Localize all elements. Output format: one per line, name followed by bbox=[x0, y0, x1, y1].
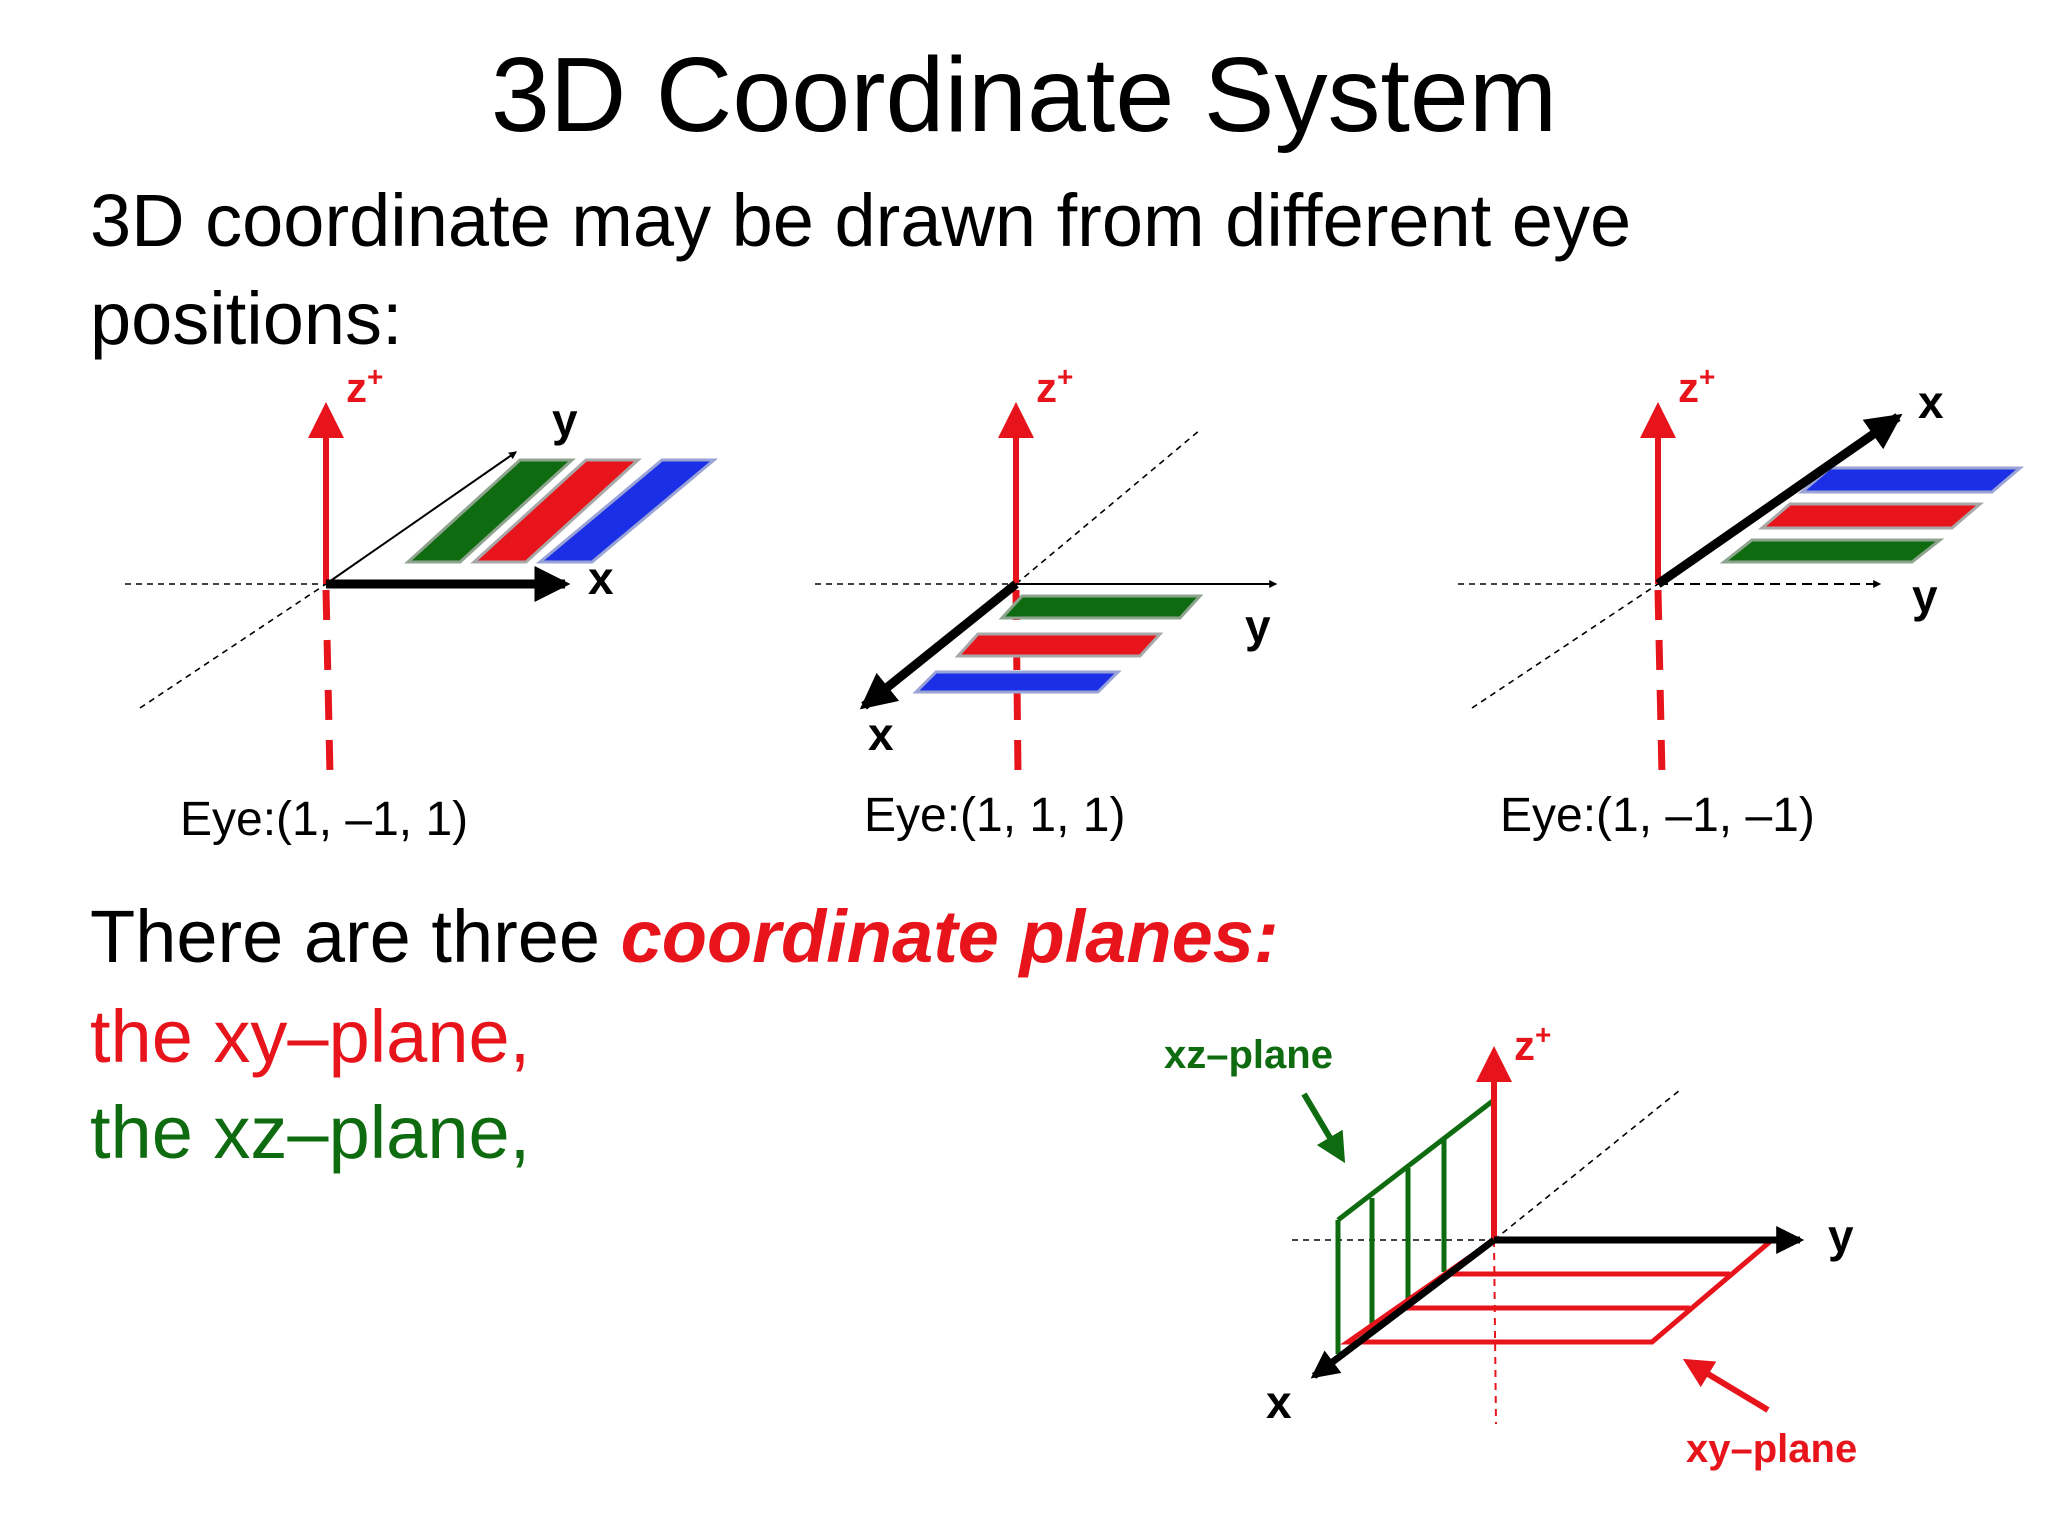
blue-strip bbox=[1797, 466, 2025, 494]
z-axis-label: z+ bbox=[1678, 361, 1715, 411]
xy-plane-line: the xy–plane, bbox=[90, 995, 531, 1078]
coordinate-planes-diagram: z+ y x xz–plane xy–plane bbox=[1164, 1019, 1857, 1471]
planes-heading-prefix: There are three bbox=[90, 895, 621, 978]
dashed-axis bbox=[1493, 1089, 1681, 1241]
diagram-eye-1: z+ y x bbox=[125, 361, 719, 776]
z-axis-negative bbox=[322, 589, 334, 776]
xy-plane-pointer bbox=[1682, 1358, 1770, 1413]
dashed-axis bbox=[1471, 583, 1659, 709]
x-axis bbox=[1310, 1237, 1497, 1379]
diagram-eye-2: z+ y x bbox=[815, 361, 1278, 776]
x-axis-label: x bbox=[868, 708, 894, 760]
z-axis-negative bbox=[1654, 589, 1666, 776]
planes-heading-highlight: coordinate planes bbox=[620, 895, 1254, 978]
y-axis-label: y bbox=[1828, 1210, 1854, 1262]
y-axis-label: y bbox=[1245, 600, 1271, 652]
blue-strip bbox=[535, 458, 719, 564]
x-axis bbox=[859, 580, 1019, 710]
xy-plane bbox=[1340, 1237, 1779, 1345]
dashed-axis bbox=[1015, 429, 1201, 585]
x-axis-label: x bbox=[588, 552, 614, 604]
red-strip bbox=[1757, 502, 1985, 530]
x-axis-label: x bbox=[1918, 376, 1944, 428]
z-axis-label: z+ bbox=[1514, 1019, 1551, 1069]
z-axis-label: z+ bbox=[1036, 361, 1073, 411]
green-strip bbox=[1719, 538, 1945, 564]
eye-label-3: Eye:(1, –1, –1) bbox=[1500, 789, 1815, 842]
eye-label-2: Eye:(1, 1, 1) bbox=[864, 789, 1126, 842]
xz-plane-pointer bbox=[1301, 1092, 1346, 1164]
xy-plane-label: xy–plane bbox=[1686, 1427, 1857, 1471]
red-strip bbox=[954, 632, 1164, 658]
intro-text: 3D coordinate may be drawn from differen… bbox=[90, 179, 1632, 360]
planes-heading: There are three coordinate planes: bbox=[90, 900, 1279, 974]
slide-title: 3D Coordinate System bbox=[490, 36, 1558, 154]
green-strip bbox=[998, 594, 1204, 620]
y-axis-label: y bbox=[552, 394, 578, 446]
blue-strip bbox=[912, 670, 1122, 694]
xz-plane bbox=[1335, 1098, 1496, 1354]
z-axis-negative bbox=[1012, 589, 1022, 776]
red-strip bbox=[470, 458, 642, 564]
diagram-eye-3: z+ x y bbox=[1458, 361, 2025, 776]
y-axis-label: y bbox=[1912, 570, 1938, 622]
y-axis bbox=[325, 451, 517, 585]
x-axis bbox=[1655, 413, 1903, 588]
z-axis-label: z+ bbox=[346, 361, 383, 411]
xz-plane-line: the xz–plane, bbox=[90, 1091, 531, 1174]
xz-plane-label: xz–plane bbox=[1164, 1033, 1333, 1077]
planes-heading-suffix: : bbox=[1253, 895, 1279, 978]
eye-label-1: Eye:(1, –1, 1) bbox=[180, 793, 469, 846]
green-strip bbox=[404, 458, 576, 564]
dashed-axis bbox=[1493, 1239, 1497, 1425]
x-axis-label: x bbox=[1266, 1376, 1292, 1428]
dashed-axis bbox=[139, 583, 327, 709]
